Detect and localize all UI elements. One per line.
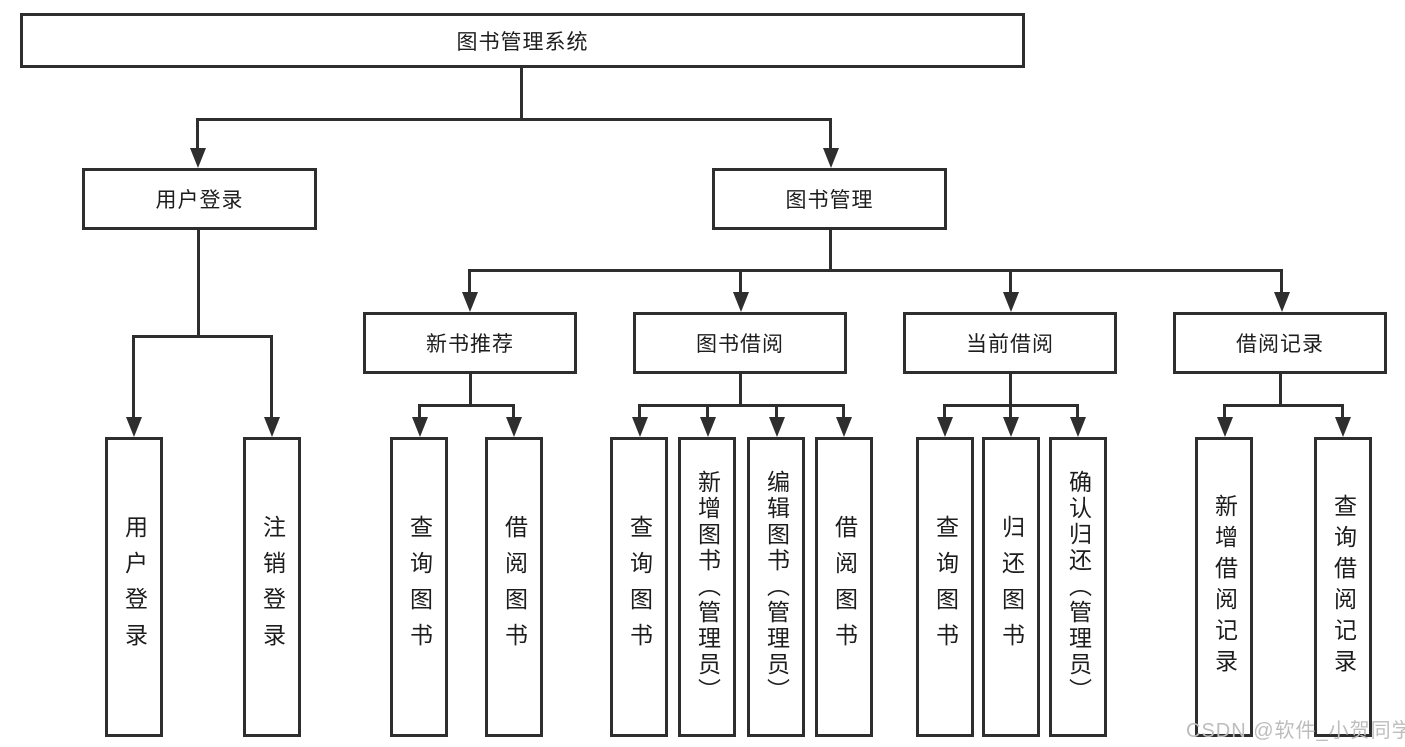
connector-line: [775, 404, 778, 421]
leaf-label: 查询借阅记录: [1330, 494, 1357, 680]
node-label: 图书管理: [785, 189, 874, 212]
node-label: 图书管理系统: [456, 30, 589, 54]
connector-line: [468, 269, 1283, 272]
arrow-down-icon: [264, 417, 280, 437]
csdn-watermark: CSDN @软件_小贺同学: [1186, 720, 1405, 742]
arrow-down-icon: [1217, 417, 1233, 437]
leaf-label: 借阅图书: [831, 515, 858, 659]
arrow-down-icon: [1335, 417, 1351, 437]
leaf-return-books: 归还图书: [982, 437, 1040, 737]
connector-line: [1223, 404, 1226, 421]
leaf-add-borrow-record: 新增借阅记录: [1195, 437, 1253, 737]
connector-line: [512, 404, 515, 421]
arrow-down-icon: [823, 148, 839, 168]
connector-line: [468, 269, 471, 295]
leaf-label: 归还图书: [998, 515, 1025, 659]
leaf-label: 借阅图书: [501, 515, 528, 659]
connector-line: [829, 118, 832, 152]
arrow-down-icon: [506, 417, 522, 437]
node-label: 借阅记录: [1236, 333, 1324, 356]
leaf-label: 新增借阅记录: [1211, 494, 1238, 680]
leaf-label: 确认归还（管理员）: [1065, 470, 1092, 704]
arrow-down-icon: [733, 292, 749, 312]
connector-line: [943, 404, 946, 421]
node-book-management: 图书管理: [712, 168, 947, 230]
node-user-login: 用户登录: [82, 168, 317, 230]
leaf-label: 用户登录: [121, 515, 148, 659]
leaf-query-borrow-record: 查询借阅记录: [1314, 437, 1372, 737]
connector-line: [197, 228, 200, 338]
leaf-label: 查询图书: [932, 515, 959, 659]
leaf-edit-books-admin: 编辑图书（管理员）: [747, 437, 805, 737]
connector-line: [270, 335, 273, 421]
arrow-down-icon: [412, 417, 428, 437]
connector-line: [842, 404, 845, 421]
connector-line: [132, 335, 135, 421]
leaf-label: 新增图书（管理员）: [694, 470, 721, 704]
connector-line: [1279, 372, 1282, 407]
node-book-borrowing: 图书借阅: [633, 312, 847, 374]
arrow-down-icon: [632, 417, 648, 437]
connector-line: [520, 66, 523, 120]
leaf-label: 注销登录: [259, 515, 286, 659]
leaf-confirm-return-admin: 确认归还（管理员）: [1049, 437, 1107, 737]
connector-line: [1009, 404, 1012, 421]
arrow-down-icon: [1003, 292, 1019, 312]
connector-line: [1009, 372, 1012, 407]
arrow-down-icon: [700, 417, 716, 437]
connector-line: [1009, 269, 1012, 295]
arrow-down-icon: [769, 417, 785, 437]
connector-line: [739, 372, 742, 407]
leaf-query-books: 查询图书: [916, 437, 974, 737]
connector-line: [739, 269, 742, 295]
leaf-label: 查询图书: [406, 515, 433, 659]
connector-line: [469, 372, 472, 407]
connector-line: [132, 335, 273, 338]
arrow-down-icon: [190, 148, 206, 168]
connector-line: [196, 118, 832, 121]
connector-line: [829, 228, 832, 272]
leaf-user-login: 用户登录: [105, 437, 163, 737]
leaf-query-books: 查询图书: [610, 437, 668, 737]
leaf-add-books-admin: 新增图书（管理员）: [678, 437, 736, 737]
leaf-borrow-books: 借阅图书: [815, 437, 873, 737]
arrow-down-icon: [1274, 292, 1290, 312]
node-new-book-recommendation: 新书推荐: [363, 312, 577, 374]
connector-line: [196, 118, 199, 152]
arrow-down-icon: [1070, 417, 1086, 437]
connector-line: [418, 404, 515, 407]
connector-line: [1341, 404, 1344, 421]
node-current-borrowing: 当前借阅: [903, 312, 1117, 374]
arrow-down-icon: [1003, 417, 1019, 437]
leaf-label: 查询图书: [626, 515, 653, 659]
leaf-logout: 注销登录: [243, 437, 301, 737]
arrow-down-icon: [126, 417, 142, 437]
leaf-borrow-books: 借阅图书: [485, 437, 543, 737]
connector-line: [1076, 404, 1079, 421]
connector-line: [1280, 269, 1283, 295]
node-library-management-system: 图书管理系统: [20, 13, 1025, 68]
arrow-down-icon: [462, 292, 478, 312]
leaf-label: 编辑图书（管理员）: [763, 470, 790, 704]
node-label: 图书借阅: [696, 333, 784, 356]
node-label: 当前借阅: [966, 333, 1054, 356]
connector-line: [418, 404, 421, 421]
connector-line: [1223, 404, 1344, 407]
arrow-down-icon: [937, 417, 953, 437]
arrow-down-icon: [836, 417, 852, 437]
connector-line: [638, 404, 641, 421]
connector-line: [706, 404, 709, 421]
node-label: 新书推荐: [426, 333, 514, 356]
node-label: 用户登录: [155, 189, 244, 212]
connector-line: [638, 404, 845, 407]
node-borrowing-records: 借阅记录: [1173, 312, 1387, 374]
leaf-query-books: 查询图书: [390, 437, 448, 737]
